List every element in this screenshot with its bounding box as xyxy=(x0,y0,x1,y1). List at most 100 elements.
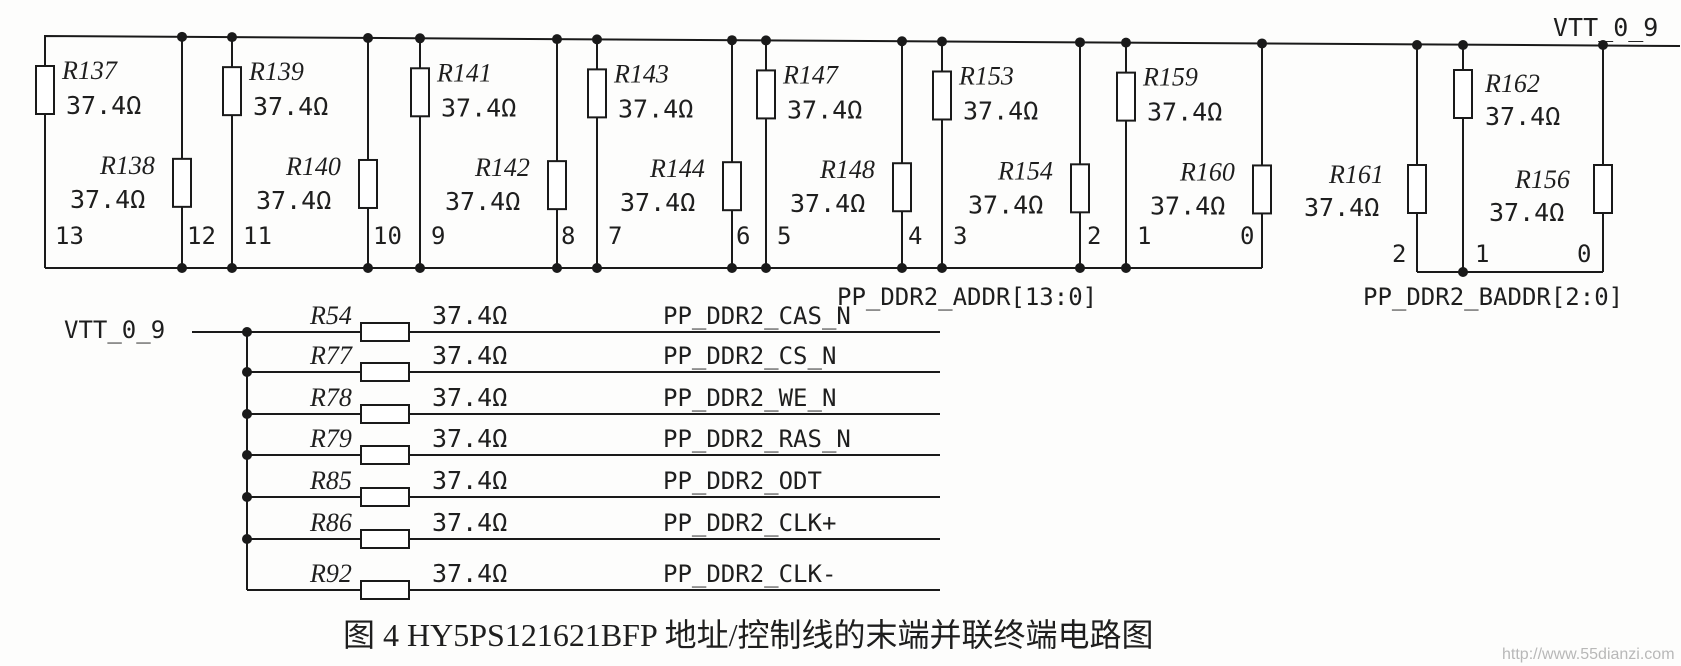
junction-dot xyxy=(1121,37,1131,48)
baddr-bit-0: 0 xyxy=(1577,240,1591,268)
resistor-r156 xyxy=(1593,164,1613,214)
bottom-resistor-name: R142 xyxy=(474,153,530,182)
address-pair: R143 37.4Ω R144 37.4Ω 7 6 xyxy=(587,34,750,273)
left-bit-label: 1 xyxy=(1137,222,1151,250)
resistor-name: R85 xyxy=(309,466,352,495)
right-bit-label: 4 xyxy=(908,222,922,250)
right-bit-label: 8 xyxy=(561,222,575,250)
watermark: http://www.55dianzi.com xyxy=(1502,646,1675,663)
junction-dot xyxy=(897,36,907,47)
right-bit-label: 0 xyxy=(1240,222,1254,250)
right-bit-label: 6 xyxy=(736,222,750,250)
vtt-rail-label: VTT_0_9 xyxy=(1553,13,1658,42)
r161-value: 37.4Ω xyxy=(1304,193,1379,222)
resistor-top xyxy=(35,65,55,115)
left-bit-label: 7 xyxy=(608,222,622,250)
left-bit-label: 11 xyxy=(243,222,272,250)
bottom-resistor-value: 37.4Ω xyxy=(620,188,695,217)
bottom-resistor-name: R154 xyxy=(997,156,1053,185)
top-resistor-value: 37.4Ω xyxy=(253,92,328,121)
figure-caption: 图 4 HY5PS121621BFP 地址/控制线的末端并联终端电路图 xyxy=(343,617,1153,653)
resistor-value: 37.4Ω xyxy=(432,508,507,537)
bottom-resistor-name: R160 xyxy=(1179,157,1235,186)
resistor-name: R54 xyxy=(309,301,352,330)
r156-name: R156 xyxy=(1514,165,1570,194)
top-resistor-name: R143 xyxy=(613,59,669,88)
resistor-name: R79 xyxy=(309,424,352,453)
control-row: R92 37.4Ω PP_DDR2_CLK- xyxy=(247,559,940,600)
resistor-name: R92 xyxy=(309,559,352,588)
top-resistor-value: 37.4Ω xyxy=(441,93,516,122)
right-bit-label: 12 xyxy=(187,222,216,250)
resistor-bottom xyxy=(722,161,742,212)
right-bit-label: 10 xyxy=(373,222,402,250)
resistor-bottom xyxy=(1252,164,1272,215)
junction-dot xyxy=(761,35,771,46)
resistor-top xyxy=(222,66,242,117)
bottom-resistor-name: R148 xyxy=(819,155,875,184)
bottom-resistor-value: 37.4Ω xyxy=(256,186,331,215)
junction-dot xyxy=(727,35,737,46)
junction-dot xyxy=(242,534,252,544)
junction-dot xyxy=(242,492,252,502)
resistor-value: 37.4Ω xyxy=(432,466,507,495)
top-resistor-value: 37.4Ω xyxy=(787,95,862,124)
resistor xyxy=(360,445,410,465)
left-bit-label: 9 xyxy=(431,222,445,250)
resistor-bottom xyxy=(892,162,912,213)
top-resistor-value: 37.4Ω xyxy=(66,91,141,120)
resistor-name: R77 xyxy=(309,341,353,370)
right-bit-label: 2 xyxy=(1087,222,1101,250)
junction-dot xyxy=(592,34,602,45)
ctrl-source-label: VTT_0_9 xyxy=(64,316,165,344)
control-row: R85 37.4Ω PP_DDR2_ODT xyxy=(242,466,940,507)
left-bit-label: 3 xyxy=(953,222,967,250)
resistor xyxy=(360,580,410,600)
resistor-top xyxy=(1116,71,1136,122)
r162-name: R162 xyxy=(1484,69,1540,98)
junction-dot xyxy=(415,33,425,44)
junction-dot xyxy=(363,32,373,43)
top-resistor-name: R139 xyxy=(248,57,304,86)
resistor xyxy=(360,487,410,507)
top-resistor-name: R153 xyxy=(958,61,1014,90)
junction-dot xyxy=(937,36,947,47)
resistor-r161 xyxy=(1407,164,1427,214)
top-resistor-value: 37.4Ω xyxy=(618,94,693,123)
signal-label: PP_DDR2_ODT xyxy=(663,467,822,495)
top-resistor-name: R141 xyxy=(436,58,492,87)
signal-label: PP_DDR2_CLK- xyxy=(663,560,836,588)
resistor xyxy=(360,404,410,424)
r162-value: 37.4Ω xyxy=(1485,102,1560,131)
resistor-top xyxy=(410,67,430,118)
junction-dot xyxy=(177,31,187,42)
junction-dot xyxy=(242,450,252,460)
junction-dot xyxy=(242,327,252,337)
bottom-resistor-value: 37.4Ω xyxy=(70,185,145,214)
addr-bus-label: PP_DDR2_ADDR[13:0] xyxy=(837,283,1097,311)
baddr-bit-2: 2 xyxy=(1392,240,1406,268)
resistor-name: R86 xyxy=(309,508,352,537)
baddr-bus-label: PP_DDR2_BADDR[2:0] xyxy=(1363,283,1623,311)
r156-value: 37.4Ω xyxy=(1489,198,1564,227)
resistor xyxy=(360,322,410,342)
signal-label: PP_DDR2_RAS_N xyxy=(663,425,851,453)
junction-dot xyxy=(242,367,252,377)
bottom-resistor-name: R144 xyxy=(649,154,705,183)
resistor-value: 37.4Ω xyxy=(432,559,507,588)
left-bit-label: 5 xyxy=(777,222,791,250)
resistor-value: 37.4Ω xyxy=(432,383,507,412)
bottom-resistor-value: 37.4Ω xyxy=(790,189,865,218)
address-pair: R147 37.4Ω R148 37.4Ω 5 4 xyxy=(756,35,922,273)
resistor-bottom xyxy=(172,157,192,208)
resistor xyxy=(360,362,410,382)
left-bit-label: 13 xyxy=(55,222,84,250)
baddr-bit-1: 1 xyxy=(1475,240,1489,268)
top-resistor-name: R147 xyxy=(782,60,839,89)
junction-dot xyxy=(227,32,237,43)
